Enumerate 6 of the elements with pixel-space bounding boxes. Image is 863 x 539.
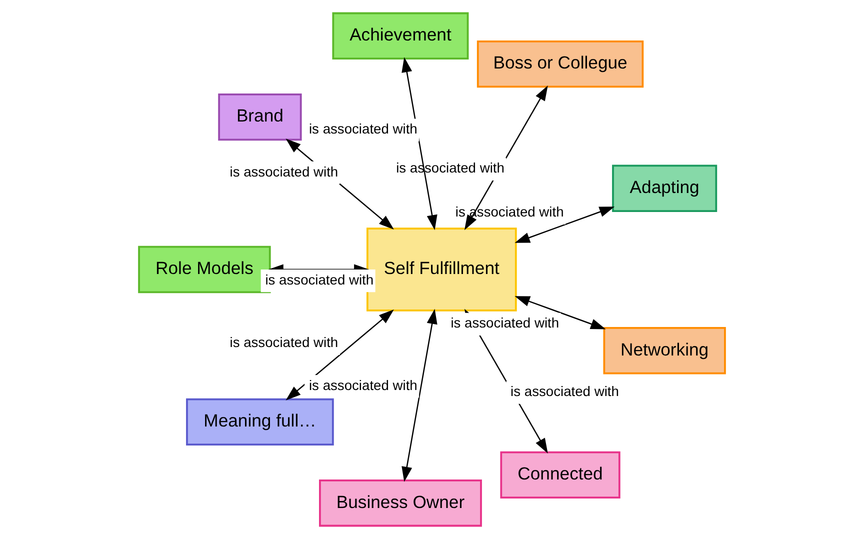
edge-label: is associated with [450,314,559,331]
edge-label: is associated with [229,334,338,350]
edge-label: is associated with [229,163,338,180]
edge-label: is associated with [510,383,618,400]
edge-label: is associated with [308,376,417,393]
edge-label: is associated with [308,120,417,137]
